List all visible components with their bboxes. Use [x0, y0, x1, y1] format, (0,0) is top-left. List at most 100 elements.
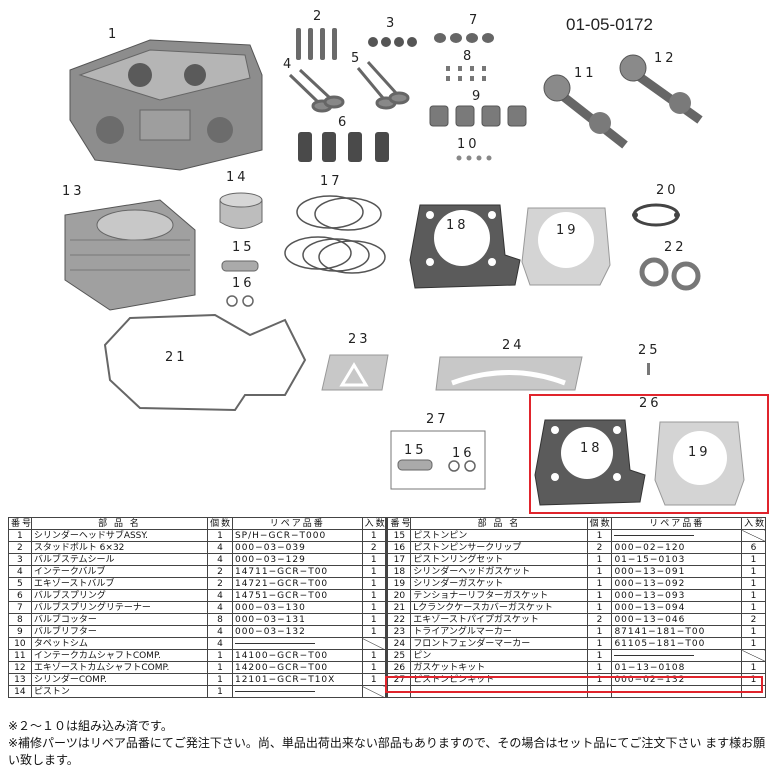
header-qty: 個数 [207, 517, 233, 530]
cell-name: Lクランクケースカバーガスケット [410, 601, 588, 614]
cell-no: 4 [8, 565, 32, 578]
cell-name: インテークカムシャフトCOMP. [30, 649, 209, 662]
cell-name: ガスケットキット [410, 661, 588, 674]
cell-name: エキゾーストバルブ [30, 577, 209, 590]
cell-qty: 1 [586, 649, 613, 662]
cell-qty: 2 [207, 577, 233, 590]
label-1: 1 [108, 27, 119, 42]
cell-name: インテークバルブ [30, 565, 209, 578]
cell-repair: 000−03−039 [231, 541, 363, 554]
cell-no: 15 [387, 529, 412, 542]
kit27-piston-pin [397, 459, 433, 471]
cell-set: 1 [361, 673, 387, 686]
cell-repair: 000−03−130 [231, 601, 363, 614]
cell-qty: 1 [586, 553, 613, 566]
part-23-triangle-marker [321, 354, 389, 391]
part-21-crankcase-cover-gasket [103, 313, 307, 412]
label-22: 22 [664, 240, 687, 255]
cell-no: 16 [387, 541, 412, 554]
part-25-pin [647, 363, 650, 375]
cell-no: 23 [387, 625, 412, 638]
part-8-valve-cotters [446, 66, 486, 81]
cell-name: ピストンピン [410, 529, 588, 542]
part-7-spring-retainers [434, 33, 494, 43]
kit-26-highlight-box [529, 394, 769, 514]
cell-set: 1 [741, 625, 766, 638]
kit-27-box [390, 430, 486, 490]
label-25: 25 [638, 343, 661, 358]
cell-no: 2 [8, 541, 32, 554]
cell-no: 10 [8, 637, 32, 650]
part-13-cylinder [64, 199, 196, 311]
cell-no: 12 [8, 661, 32, 674]
parts-list-table: 番号 部 品 名 個数 リペア品番 入数 番号 部 品 名 個数 リペア品番 入… [8, 517, 766, 698]
cell-no: 19 [387, 577, 412, 590]
cell-repair: 14711−GCR−T00 [231, 565, 363, 578]
cell-name: バルブステムシール [30, 553, 209, 566]
cell-qty: 1 [586, 661, 613, 674]
label-5: 5 [351, 51, 362, 66]
cell-set [741, 529, 766, 542]
label-16: 16 [232, 276, 255, 291]
cell-qty: 1 [586, 577, 613, 590]
cell-set: 1 [361, 601, 387, 614]
cell-qty: 4 [207, 553, 233, 566]
cell-name: シリンダーCOMP. [30, 673, 209, 686]
cell-no: 21 [387, 601, 412, 614]
cell-qty: 4 [207, 589, 233, 602]
cell-no: 9 [8, 625, 32, 638]
cell-name: シリンダーヘッドガスケット [410, 565, 588, 578]
cell-qty: 1 [207, 649, 233, 662]
exploded-parts-diagram: 01-05-0172 1 2 3 4 5 6 7 [62, 9, 769, 514]
cell-repair: 000−03−132 [231, 625, 363, 638]
cell-name: シリンダーヘッドサブASSY. [30, 529, 209, 542]
catalog-code: 01-05-0172 [566, 15, 653, 34]
cell-no: 20 [387, 589, 412, 602]
note-ordering: ※補修パーツはリペア品番にてご発注下さい。尚、単品出荷出来ない部品もありますので… [8, 736, 766, 767]
kit26-label-18: 18 [580, 441, 603, 456]
cell-name: ピストン [30, 685, 209, 698]
cell-no: 13 [8, 673, 32, 686]
header-repair: リペア品番 [611, 517, 743, 530]
cell-set: 6 [741, 541, 766, 554]
notes: ※２〜１０は組み込み済です。 ※補修パーツはリペア品番にてご発注下さい。尚、単品… [8, 718, 768, 769]
cell-name: エキゾーストパイプガスケット [410, 613, 588, 626]
cell-repair: 000−13−094 [611, 601, 743, 614]
label-17: 17 [320, 174, 343, 189]
cell-repair: 000−13−093 [611, 589, 743, 602]
cell-set: 2 [361, 541, 387, 554]
kit26-cylinder-gasket [654, 421, 745, 506]
header-repair: リペア品番 [231, 517, 363, 530]
cell-qty: 2 [207, 565, 233, 578]
cell-name: バルブリフター [30, 625, 209, 638]
part-16-piston-clips [226, 295, 254, 307]
cell-qty: 1 [586, 601, 613, 614]
header-qty: 個数 [586, 517, 613, 530]
part-11-intake-camshaft [543, 74, 628, 149]
cell-qty: 4 [207, 601, 233, 614]
part-12-exhaust-camshaft [619, 54, 703, 124]
cell-set: 1 [741, 637, 766, 650]
cell-qty: 1 [207, 661, 233, 674]
part-20-tensioner-gasket [632, 203, 680, 227]
cell-repair [231, 685, 363, 698]
header-set: 入数 [361, 517, 387, 530]
label-18: 18 [446, 218, 469, 233]
cell-qty: 1 [207, 685, 233, 698]
cell-repair: 14721−GCR−T00 [231, 577, 363, 590]
cell-set: 1 [361, 553, 387, 566]
cell-set: 1 [741, 577, 766, 590]
cell-qty: 2 [586, 613, 613, 626]
cell-set: 1 [361, 589, 387, 602]
cell-name: ピストンリングセット [410, 553, 588, 566]
cell-repair: 14751−GCR−T00 [231, 589, 363, 602]
cell-qty: 8 [207, 613, 233, 626]
kit27-clips [448, 460, 476, 472]
